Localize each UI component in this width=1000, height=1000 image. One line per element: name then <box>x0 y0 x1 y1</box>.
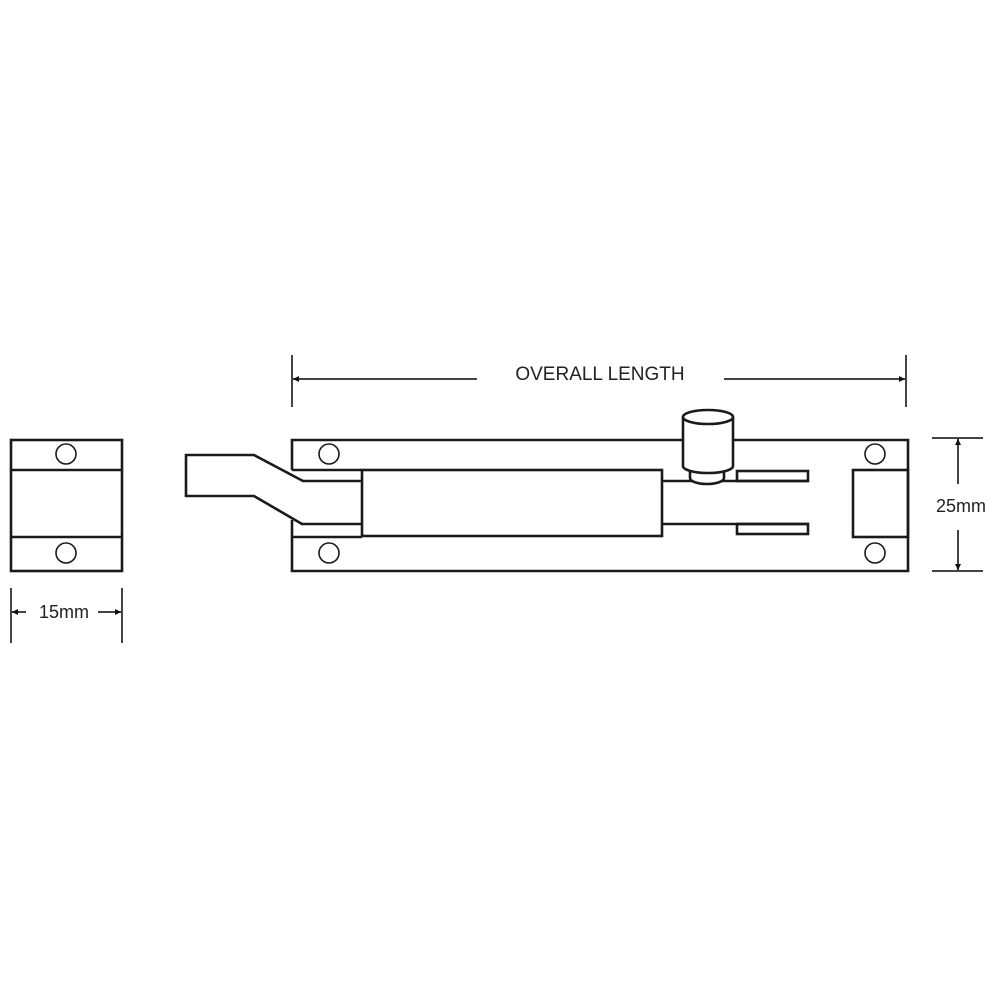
end-view <box>9 438 124 573</box>
overall-length-dimension: OVERALL LENGTH <box>291 355 907 407</box>
end-view-screw-hole-top-icon <box>55 443 77 465</box>
end-slot <box>851 468 910 539</box>
height-dimension: 25mm <box>932 437 986 572</box>
bolt-tip <box>184 453 304 526</box>
bolt-knob-icon <box>681 408 735 486</box>
width-label: 15mm <box>39 602 89 622</box>
keeper-guide-top <box>735 469 810 483</box>
end-view-screw-hole-bottom-icon <box>55 542 77 564</box>
end-view-outline <box>9 438 124 573</box>
bolt-sleeve <box>360 468 664 538</box>
overall-length-label: OVERALL LENGTH <box>515 364 684 385</box>
front-view <box>184 408 910 573</box>
screw-hole-bottom-left-icon <box>318 542 340 564</box>
width-dimension: 15mm <box>10 588 123 643</box>
screw-hole-bottom-right-icon <box>864 542 886 564</box>
screw-hole-top-left-icon <box>318 443 340 465</box>
height-label: 25mm <box>936 496 986 516</box>
screw-hole-top-right-icon <box>864 443 886 465</box>
keeper-guide-bottom <box>735 522 810 536</box>
